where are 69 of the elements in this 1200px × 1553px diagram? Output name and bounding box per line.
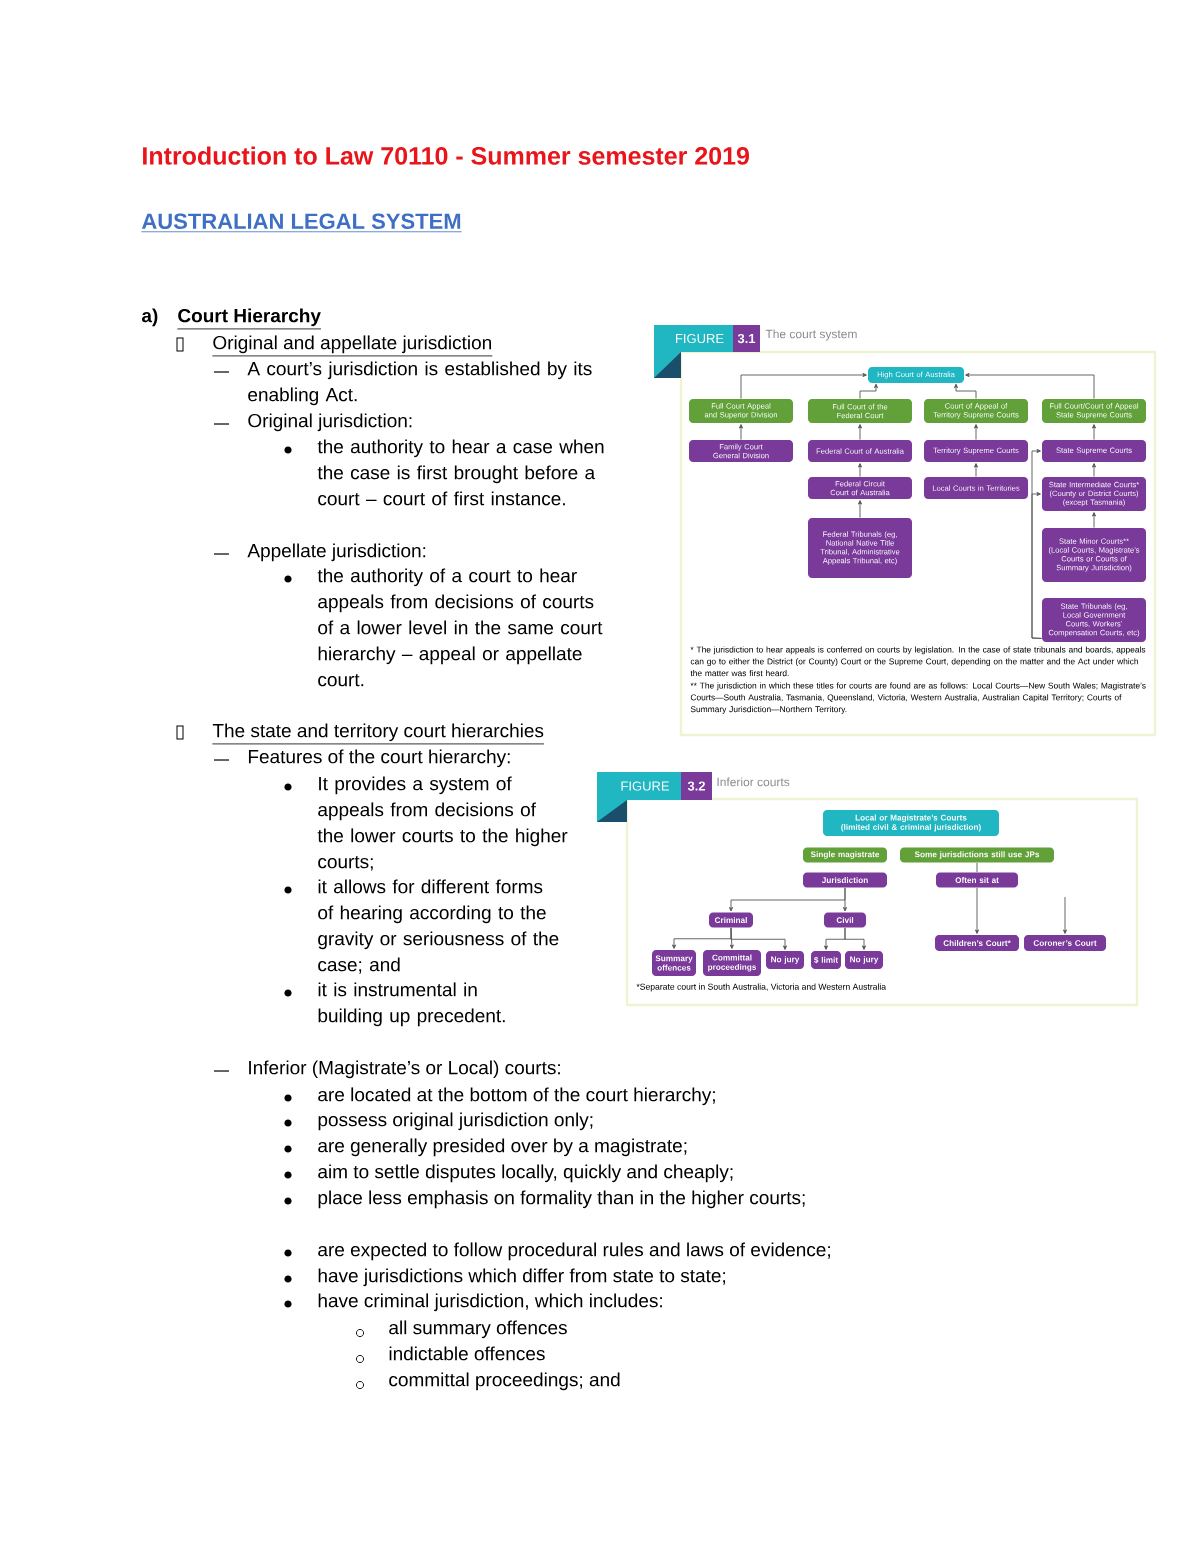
list-text: possess original jurisdiction only; xyxy=(318,1112,593,1131)
arrow xyxy=(974,463,978,478)
category-box: Civil xyxy=(824,912,866,928)
list-text: It provides a system of appeals from decisions of the lower courts to the higher courts; xyxy=(317,776,568,871)
figure-caption: The court system xyxy=(765,329,857,341)
list-text: Original jurisdiction: xyxy=(248,413,412,432)
arrow xyxy=(975,887,979,934)
arrow xyxy=(1092,463,1096,478)
list-text: Appellate jurisdiction: xyxy=(247,543,426,562)
footnote: * The jurisdiction to hear appeals is conferred on courts by legislation. In the case of state tribunals and boards, appeals can go to either the District (or County) Court or the Supreme Court, depending on the matter and the Act under which the matter was first heard. xyxy=(690,646,1146,677)
figure-number: 3.1 xyxy=(733,325,760,352)
category-box: Coroner’s Court xyxy=(1024,935,1106,951)
category-box: Summary offences xyxy=(652,950,696,976)
arrow xyxy=(1031,492,1043,639)
category-box: Committal proceedings xyxy=(703,950,761,976)
section-heading: AUSTRALIAN LEGAL SYSTEM xyxy=(141,213,462,233)
arrow xyxy=(1063,896,1067,934)
list-text: are expected to follow procedural rules and laws of evidence; xyxy=(318,1242,830,1261)
list-text: are generally presided over by a magistrate; xyxy=(318,1138,687,1157)
figure-caption: Inferior courts xyxy=(717,777,790,787)
footnote: *Separate court in South Australia, Victoria and Western Australia xyxy=(636,983,887,992)
figure-number: 3.2 xyxy=(681,772,712,800)
category-box: Single magistrate xyxy=(803,847,887,863)
figure-tab: FIGURE xyxy=(597,772,681,822)
arrow xyxy=(974,424,978,441)
list-text: aim to settle disputes locally, quickly and cheaply; xyxy=(318,1164,733,1183)
arrow xyxy=(844,927,866,950)
footnote: ** The jurisdiction in which these titles for courts are found are as follows: Local Courts—New South Wales; Magistrate’s Courts—South Australia, Tasmania, Queensland, Victoria, Western Australia, Australian Capital Territory; Courts of Summary Jurisdiction—Northern Territory. xyxy=(690,682,1146,714)
arrow xyxy=(730,927,787,950)
list-text: Features of the court hierarchy: xyxy=(248,749,510,768)
category-box: Often sit at xyxy=(936,872,1018,888)
list-text: all summary offences xyxy=(389,1320,567,1339)
arrow xyxy=(1092,512,1096,529)
arrow xyxy=(843,887,847,912)
topic-heading: Original and appellate jurisdiction xyxy=(212,335,493,357)
topic-heading: The state and territory court hierarchies xyxy=(212,723,545,745)
connector-line xyxy=(976,862,978,873)
arrow xyxy=(858,500,862,519)
category-box: Children’s Court* xyxy=(935,935,1019,951)
list-text: Inferior (Magistrate’s or Local) courts: xyxy=(249,1060,560,1079)
list-text: the authority to hear a case when the case is first brought before a court – court of first instance. xyxy=(317,439,604,506)
category-box: Some jurisdictions still use JPs xyxy=(900,847,1054,863)
arrow xyxy=(740,373,867,400)
list-text: the authority of a court to hear appeals from decisions of courts of a lower level in the same court hierarchy – appeal or appellate court. xyxy=(317,568,603,687)
page-title: Introduction to Law 70110 - Summer semester 2019 xyxy=(143,146,749,165)
category-box: Local or Magistrate’s Courts (limited civil & criminal jurisdiction) xyxy=(823,810,999,836)
category-box: No jury xyxy=(766,951,804,969)
list-text: committal proceedings; and xyxy=(389,1372,620,1391)
arrow xyxy=(965,373,1095,400)
arrow xyxy=(954,383,977,400)
list-letter: a) xyxy=(141,308,158,327)
arrow xyxy=(858,424,862,441)
list-text: A court’s jurisdiction is established by its enabling Act. xyxy=(247,361,592,406)
list-text: indictable offences xyxy=(389,1346,545,1361)
arrow xyxy=(859,383,878,400)
list-text: are located at the bottom of the court hierarchy; xyxy=(318,1087,715,1106)
list-text: it is instrumental in building up precedent. xyxy=(318,982,505,1027)
list-text: have criminal jurisdiction, which includes: xyxy=(318,1293,662,1312)
list-text: have jurisdictions which differ from state to state; xyxy=(318,1268,726,1287)
category-box: Criminal xyxy=(709,912,753,928)
arrow xyxy=(739,424,743,441)
arrow xyxy=(858,463,862,478)
arrow xyxy=(1092,424,1096,441)
category-box: No jury xyxy=(845,951,883,969)
category-box: Jurisdiction xyxy=(803,872,887,888)
list-text: place less emphasis on formality than in the higher courts; xyxy=(318,1190,805,1209)
category-box: $ limit xyxy=(811,951,841,969)
subheading: Court Hierarchy xyxy=(177,308,322,330)
figure-tab: FIGURE xyxy=(654,325,733,378)
